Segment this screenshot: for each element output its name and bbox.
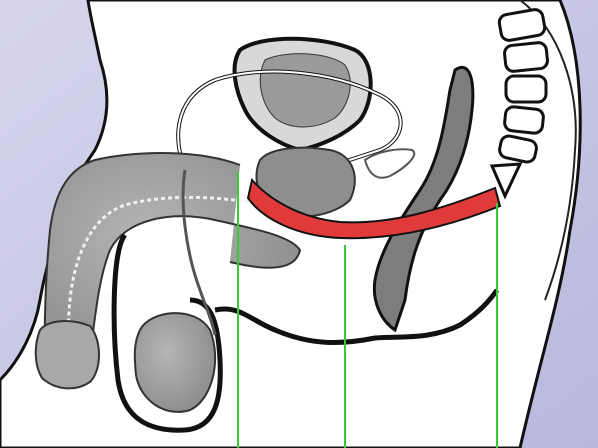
bladder-interior	[260, 54, 350, 127]
glans	[36, 321, 99, 388]
testis	[135, 313, 215, 412]
